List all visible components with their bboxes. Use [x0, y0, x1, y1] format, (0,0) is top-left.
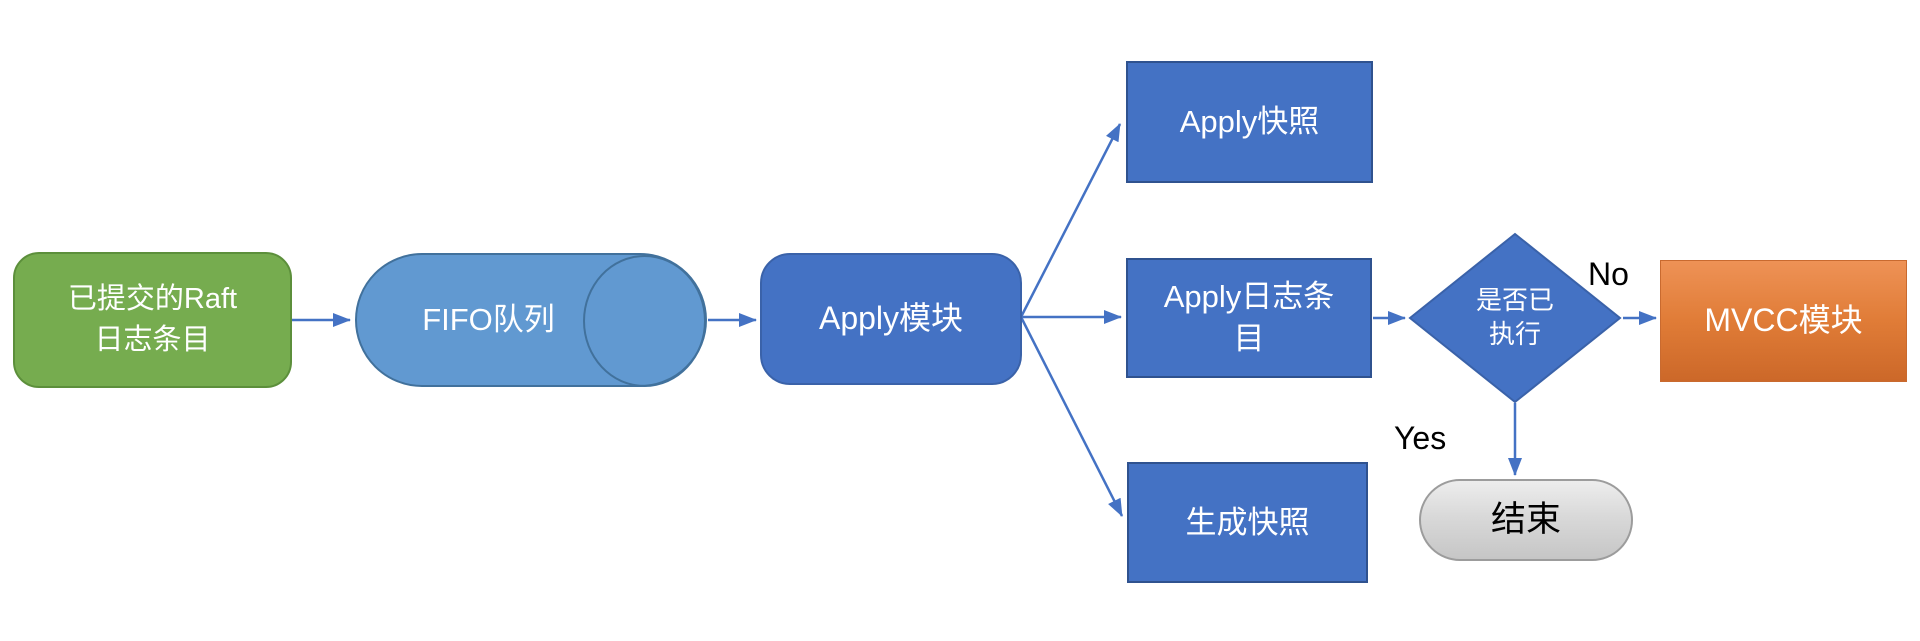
node-generate-snapshot: 生成快照	[1127, 462, 1368, 583]
edge-label-yes: Yes	[1394, 420, 1447, 456]
node-decision-executed-label: 是否已 执行	[1475, 285, 1554, 349]
cylinder-face-ellipse	[583, 255, 706, 387]
node-apply-snapshot: Apply快照	[1126, 61, 1373, 183]
node-generate-snapshot-label: 生成快照	[1185, 504, 1310, 540]
node-mvcc-module: MVCC模块	[1660, 260, 1907, 382]
edge-apply-to-apply-snapshot	[1019, 123, 1122, 318]
node-fifo-queue-label: FIFO队列	[422, 301, 555, 337]
node-apply-log-entries-label: Apply日志条 目	[1163, 279, 1335, 356]
node-decision-executed: 是否已 执行	[1408, 232, 1622, 404]
node-end-terminator-label: 结束	[1490, 500, 1561, 540]
node-committed-raft-log-entries: 已提交的Raft 日志条目	[13, 252, 292, 388]
node-apply-module: Apply模块	[760, 253, 1022, 385]
node-mvcc-module-label: MVCC模块	[1704, 302, 1863, 339]
node-apply-snapshot-label: Apply快照	[1179, 104, 1320, 140]
node-committed-raft-log-entries-label: 已提交的Raft 日志条目	[67, 282, 238, 356]
node-fifo-queue: FIFO队列	[355, 253, 707, 387]
edge-apply-to-gen-snapshot	[1019, 316, 1124, 517]
node-apply-log-entries: Apply日志条 目	[1126, 258, 1372, 378]
node-end-terminator: 结束	[1419, 479, 1633, 561]
node-apply-module-label: Apply模块	[818, 300, 964, 337]
decision-diamond-shape	[1408, 232, 1622, 404]
edge-label-no: No	[1588, 256, 1629, 292]
